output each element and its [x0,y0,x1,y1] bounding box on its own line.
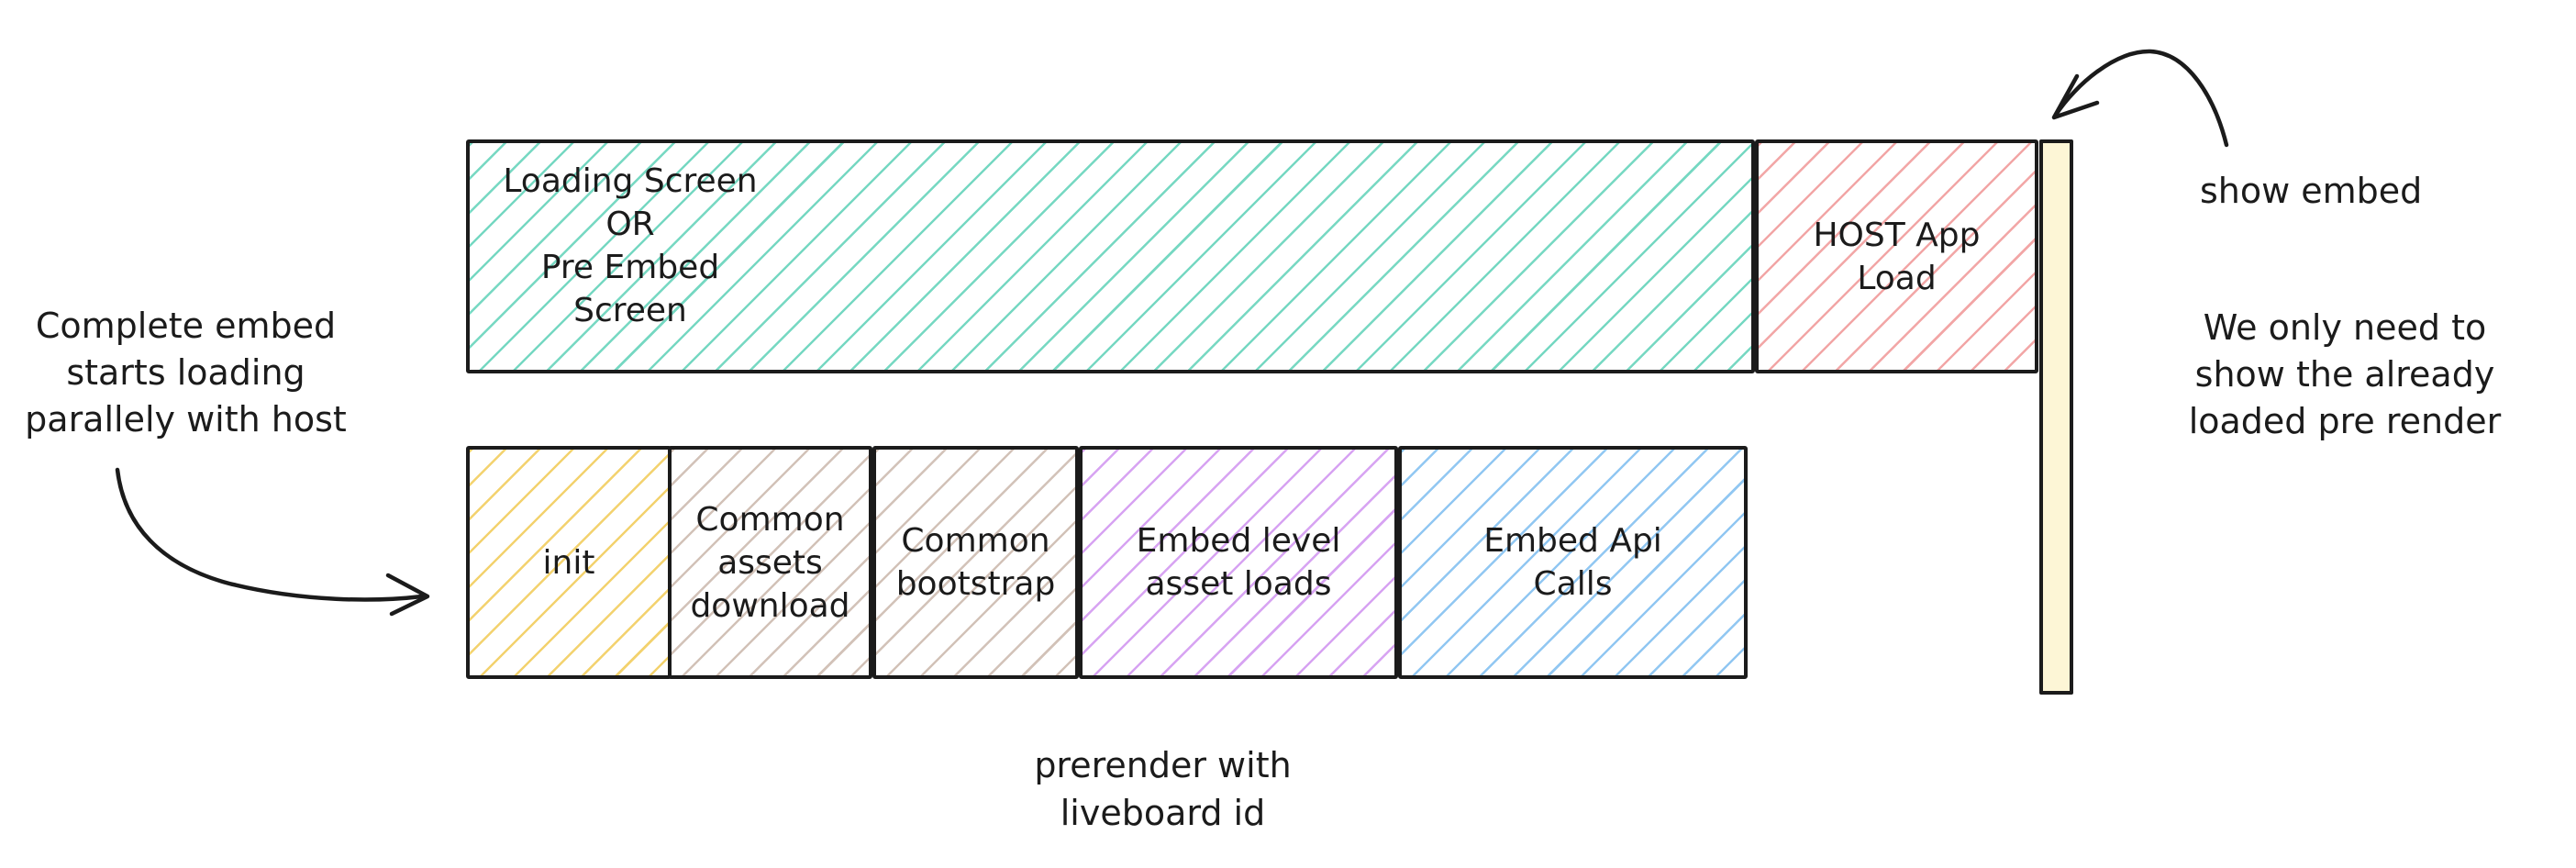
common-bootstrap-box: Common bootstrap [872,446,1079,679]
pre-embed-screen-label: Loading Screen OR Pre Embed Screen [503,162,758,329]
pre-embed-screen-box: Loading Screen OR Pre Embed Screen [466,139,1755,373]
parallel-load-arrow [115,467,430,617]
common-assets-download-box: Common assets download [668,446,872,679]
init-label: init [542,543,595,582]
host-app-load-box: HOST App Load [1755,139,2038,373]
common-assets-download-label: Common assets download [690,500,850,625]
show-embed-arrow [2051,49,2229,148]
show-embed-note: show embed [2200,171,2423,211]
embed-level-asset-loads-label: Embed level asset loads [1136,522,1341,603]
host-app-load-label: HOST App Load [1813,216,1981,297]
embed-api-calls-box: Embed Api Calls [1398,446,1748,679]
common-bootstrap-label: Common bootstrap [895,522,1056,603]
embed-level-asset-loads-box: Embed level asset loads [1079,446,1398,679]
prerender-caption: prerender with liveboard id [1034,745,1292,833]
right-note: We only need to show the already loaded … [2188,307,2502,441]
init-box: init [466,446,672,679]
embed-api-calls-label: Embed Api Calls [1483,522,1662,603]
left-note: Complete embed starts loading parallely … [25,306,347,440]
show-embed-bar [2039,139,2073,695]
